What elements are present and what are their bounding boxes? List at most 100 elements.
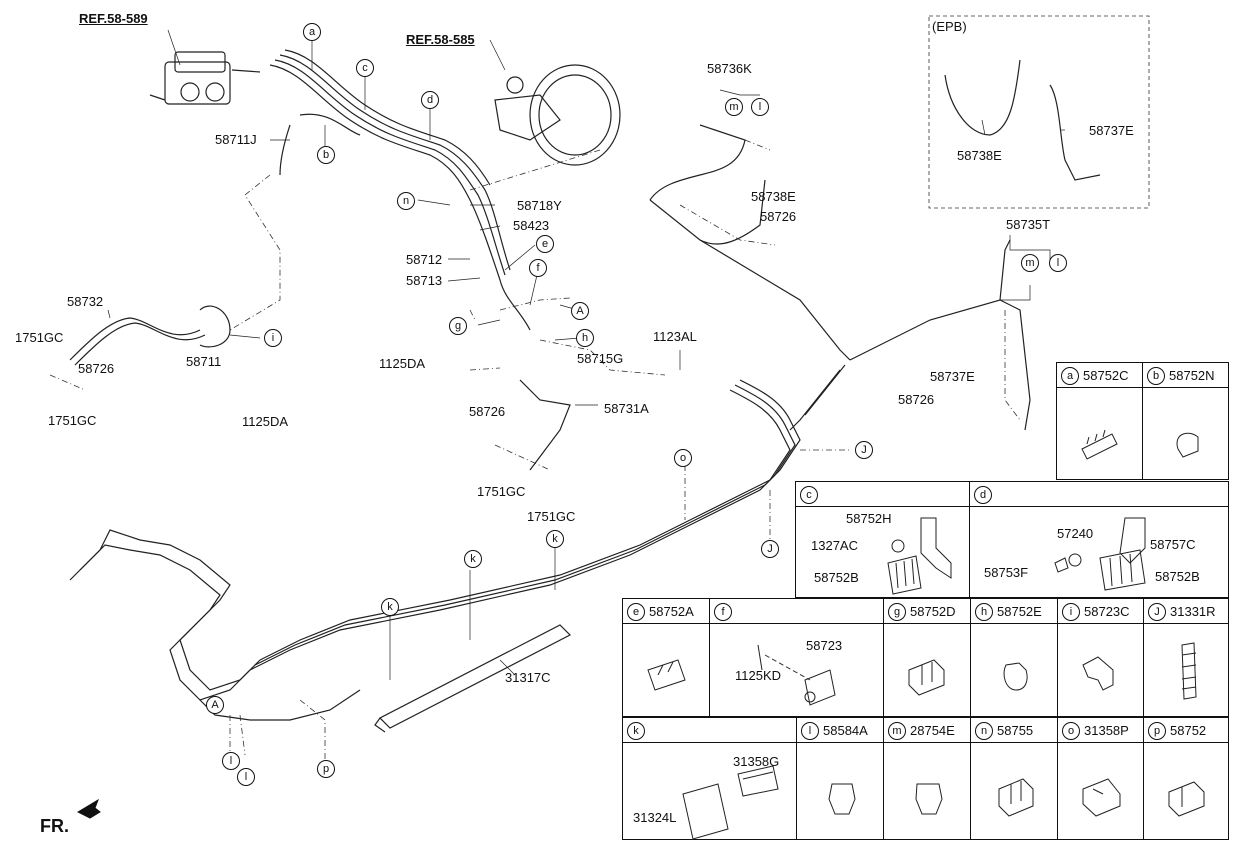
label-58711: 58711 (186, 354, 222, 369)
legend-cell-a: a 58752C (1056, 362, 1143, 480)
label-1125KD: 1125KD (735, 668, 782, 683)
epb-label: (EPB) (932, 19, 967, 34)
label-58711J: 58711J (215, 132, 257, 147)
ref-58-585: REF.58-585 (406, 32, 475, 47)
circle-a: a (303, 23, 321, 41)
label-1327AC: 1327AC (811, 538, 858, 553)
legend-part-b: 58752N (1169, 368, 1215, 383)
circle-c: c (356, 59, 374, 77)
legend-cell-g: g 58752D (883, 598, 971, 717)
circle-o: o (674, 449, 692, 467)
label-58731A: 58731A (604, 401, 649, 416)
circle-d: d (421, 91, 439, 109)
label-58712: 58712 (406, 252, 443, 267)
circle-A-2: A (206, 696, 224, 714)
circle-l-2: l (1049, 254, 1067, 272)
label-58752B-d: 58752B (1155, 569, 1200, 584)
label-58726-d: 58726 (898, 392, 935, 407)
label-58732: 58732 (67, 294, 104, 309)
legend-circle-c: c (800, 486, 818, 504)
circle-g: g (449, 317, 467, 335)
label-58726-b: 58726 (78, 361, 115, 376)
legend-circle-m: m (888, 722, 906, 740)
legend-part-p: 58752 (1170, 723, 1207, 738)
circle-l-4: l (237, 768, 255, 786)
label-58423: 58423 (513, 218, 550, 233)
label-31324L: 31324L (633, 810, 677, 825)
label-58726-a: 58726 (760, 209, 797, 224)
legend-cell-i: i 58723C (1057, 598, 1144, 717)
legend-circle-e: e (627, 603, 645, 621)
circle-k-1: k (546, 530, 564, 548)
circle-m-2: m (1021, 254, 1039, 272)
front-direction-label: FR. (40, 816, 69, 836)
label-58752H: 58752H (846, 511, 892, 526)
legend-part-o: 31358P (1084, 723, 1129, 738)
circle-e: e (536, 235, 554, 253)
legend-circle-f: f (714, 603, 732, 621)
label-58757C: 58757C (1150, 537, 1196, 552)
legend-part-J: 31331R (1170, 604, 1216, 619)
ref-58-589: REF.58-589 (79, 11, 148, 26)
booster-drawing (494, 64, 621, 166)
legend-circle-i: i (1062, 603, 1080, 621)
circle-m-1: m (725, 98, 743, 116)
legend-circle-g: g (888, 603, 906, 621)
label-58752B-c: 58752B (814, 570, 859, 585)
legend-cell-e: e 58752A (622, 598, 710, 717)
circle-h: h (576, 329, 594, 347)
label-1125DA-b: 1125DA (379, 356, 426, 371)
legend-circle-b: b (1147, 367, 1165, 385)
abs-unit-drawing (149, 51, 261, 105)
label-31317C: 31317C (505, 670, 551, 685)
legend-circle-l: l (801, 722, 819, 740)
circle-k-2: k (464, 550, 482, 568)
legend-cell-l: l 58584A (796, 717, 884, 840)
circle-J-2: J (761, 540, 779, 558)
label-1125DA-a: 1125DA (242, 414, 289, 429)
label-58737E-epb: 58737E (1089, 123, 1134, 138)
legend-part-i: 58723C (1084, 604, 1130, 619)
legend-cell-n: n 58755 (970, 717, 1058, 840)
legend-cell-k: k 31358G 31324L (622, 717, 797, 840)
legend-cell-p: p 58752 (1143, 717, 1229, 840)
legend-circle-o: o (1062, 722, 1080, 740)
label-58713: 58713 (406, 273, 443, 288)
legend-part-e: 58752A (649, 604, 694, 619)
circle-p: p (317, 760, 335, 778)
label-58726-c: 58726 (469, 404, 506, 419)
legend-cell-J: J 31331R (1143, 598, 1229, 717)
label-58737E: 58737E (930, 369, 975, 384)
legend-cell-d: d 57240 58757C 58753F 58752B (969, 481, 1229, 598)
legend-circle-a: a (1061, 367, 1079, 385)
legend-part-l: 58584A (823, 723, 868, 738)
label-58738E: 58738E (751, 189, 796, 204)
circle-A-1: A (571, 302, 589, 320)
label-1123AL: 1123AL (653, 329, 697, 344)
legend-circle-k: k (627, 722, 645, 740)
legend-circle-p: p (1148, 722, 1166, 740)
label-1751GC-a: 1751GC (15, 330, 64, 345)
circle-b: b (317, 146, 335, 164)
legend-cell-c: c 58752H 1327AC 58752B (795, 481, 970, 598)
circle-k-3: k (381, 598, 399, 616)
label-31358G: 31358G (733, 754, 780, 769)
label-58738E-epb: 58738E (957, 148, 1002, 163)
legend-part-g: 58752D (910, 604, 956, 619)
legend-part-a: 58752C (1083, 368, 1129, 383)
circle-l-1: l (751, 98, 769, 116)
label-58718Y: 58718Y (517, 198, 562, 213)
label-58715G: 58715G (577, 351, 624, 366)
label-58735T: 58735T (1006, 217, 1051, 232)
legend-part-n: 58755 (997, 723, 1034, 738)
circle-f: f (529, 259, 547, 277)
legend-cell-o: o 31358P (1057, 717, 1144, 840)
legend-circle-n: n (975, 722, 993, 740)
circle-l-3: l (222, 752, 240, 770)
legend-part-h: 58752E (997, 604, 1042, 619)
legend-circle-J: J (1148, 603, 1166, 621)
